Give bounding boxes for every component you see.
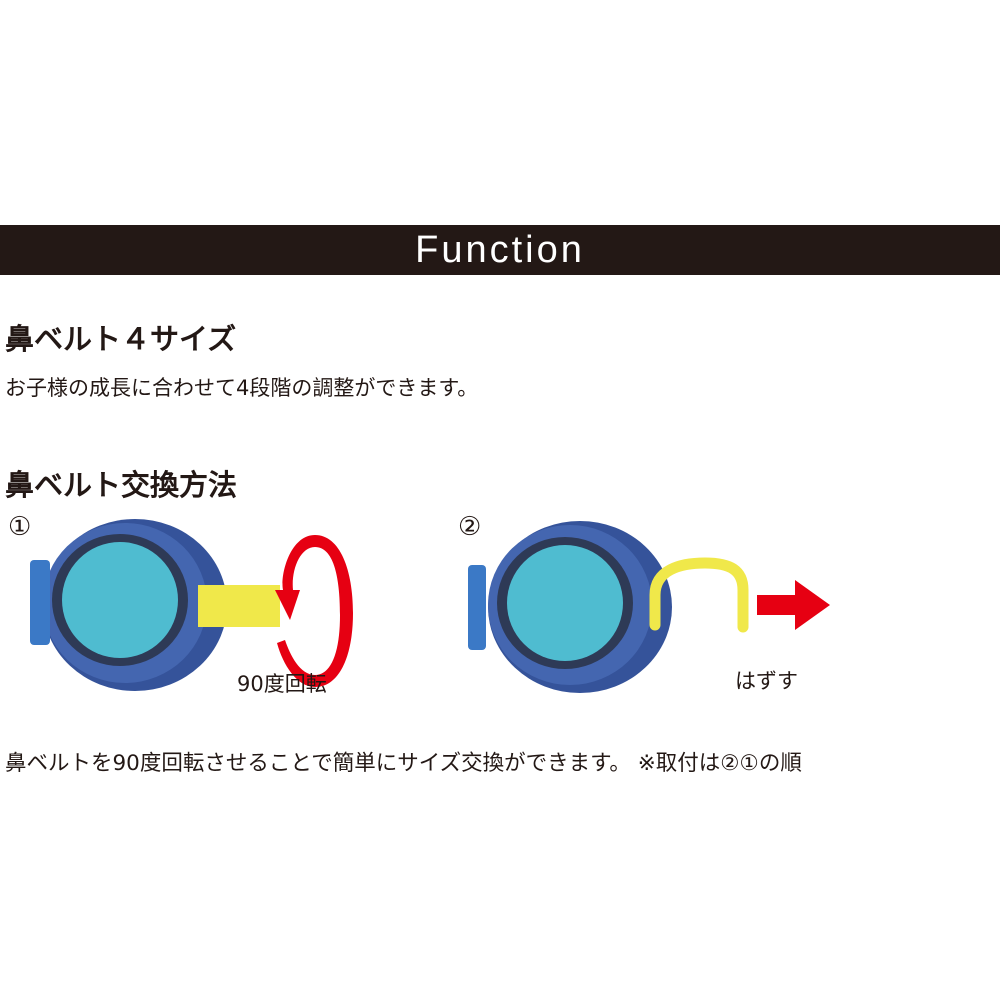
step1-goggle-illustration xyxy=(30,519,353,691)
step1-number: ① xyxy=(8,512,32,542)
nose-belt xyxy=(198,585,280,627)
section1-description: お子様の成長に合わせて4段階の調整ができます。 xyxy=(5,376,479,400)
function-banner: Function xyxy=(0,225,1000,275)
right-arrow-icon xyxy=(757,580,830,630)
section2-note: 鼻ベルトを90度回転させることで簡単にサイズ交換ができます。 ※取付は②①の順 xyxy=(5,751,802,776)
nose-belt xyxy=(649,557,749,633)
section2-heading: 鼻ベルト交換方法 xyxy=(5,468,238,502)
step2-number: ② xyxy=(458,512,482,542)
step1-label: 90度回転 xyxy=(237,672,327,696)
step2-goggle-illustration xyxy=(468,521,830,693)
section1-heading: 鼻ベルト４サイズ xyxy=(5,322,237,356)
step2-label: はずす xyxy=(735,669,798,693)
rotate-arrow-icon xyxy=(275,535,353,687)
